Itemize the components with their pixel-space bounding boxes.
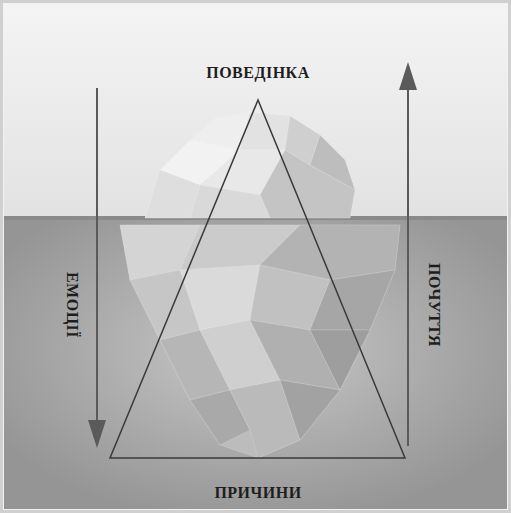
water <box>4 218 507 509</box>
top-label: ПОВЕДІНКА <box>206 64 310 82</box>
down-arrow <box>88 88 106 448</box>
bottom-label: ПРИЧИНИ <box>214 484 301 502</box>
side-label: ЕМОЦІЇ <box>63 272 81 338</box>
side-label: ПОЧУТТЯ <box>425 263 443 347</box>
up-arrow <box>399 62 417 446</box>
sky <box>4 4 507 218</box>
triangle-outline <box>110 100 405 458</box>
iceberg <box>120 112 400 458</box>
